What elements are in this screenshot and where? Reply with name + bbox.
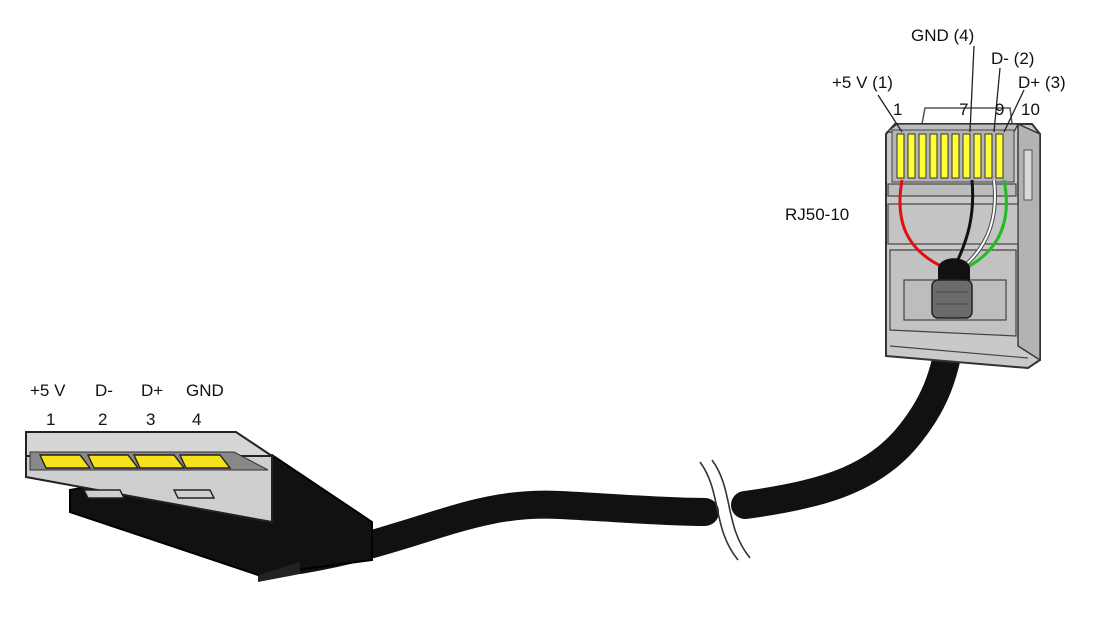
rj50-pin-9-label: 9: [995, 100, 1005, 119]
usb-signal-vcc-label: +5 V: [30, 381, 66, 400]
rj50-name-label: RJ50-10: [785, 205, 850, 224]
usb-pin-4-label: 4: [192, 410, 202, 429]
leader-vcc: [877, 94, 903, 133]
rj50-contact-10: [995, 133, 1004, 179]
usb-contact-2: [86, 454, 140, 469]
rj50-contact-6: [951, 133, 960, 179]
rj50-cable-boot: [931, 258, 973, 319]
cable-break-symbol: [699, 461, 739, 561]
rj50-contact-4: [929, 133, 938, 179]
wire-red: [898, 179, 946, 270]
leader-gnd: [969, 45, 975, 133]
usb-contacts: [38, 454, 232, 469]
leader-dplus: [1003, 89, 1025, 133]
usb-plug: [25, 431, 373, 582]
rj50-contact-3: [918, 133, 927, 179]
usb-pin-1-label: 1: [46, 410, 56, 429]
leader-dminus: [993, 67, 1001, 133]
rj50-contact-9: [984, 133, 993, 179]
usb-contact-4: [178, 454, 232, 469]
rj50-contact-7: [962, 133, 971, 179]
rj50-wire-dplus-label: D+ (3): [1018, 73, 1066, 92]
rj50-contact-8: [973, 133, 982, 179]
usb-pin-2-label: 2: [98, 410, 108, 429]
cable-rj50-segment: [731, 316, 966, 519]
rj50-wire-gnd-label: GND (4): [911, 26, 975, 45]
rj50-contact-1: [896, 133, 905, 179]
rj50-pin-7-label: 7: [959, 100, 969, 119]
wire-green: [965, 179, 1008, 270]
rj50-wire-dminus-label: D- (2): [991, 49, 1035, 68]
rj50-pin-1-label: 1: [893, 100, 903, 119]
cable: [286, 316, 966, 574]
usb-contact-1: [38, 454, 92, 469]
usb-contact-3: [132, 454, 186, 469]
usb-signal-dminus-label: D-: [95, 381, 113, 400]
usb-signal-gnd-label: GND: [186, 381, 224, 400]
rj50-contacts: [896, 133, 1004, 179]
usb-signal-dplus-label: D+: [141, 381, 164, 400]
rj50-wire-vcc-label: +5 V (1): [832, 73, 893, 92]
usb-pin-3-label: 3: [146, 410, 156, 429]
rj50-wires: [898, 179, 1008, 270]
rj50-leader-lines: [877, 45, 1025, 133]
cable-usb-segment: [286, 490, 719, 574]
rj50-pin-10-label: 10: [1021, 100, 1040, 119]
usb-lock-hole-right: [172, 489, 216, 499]
rj50-contact-5: [940, 133, 949, 179]
usb-lock-hole-left: [82, 489, 126, 499]
rj50-contact-2: [907, 133, 916, 179]
